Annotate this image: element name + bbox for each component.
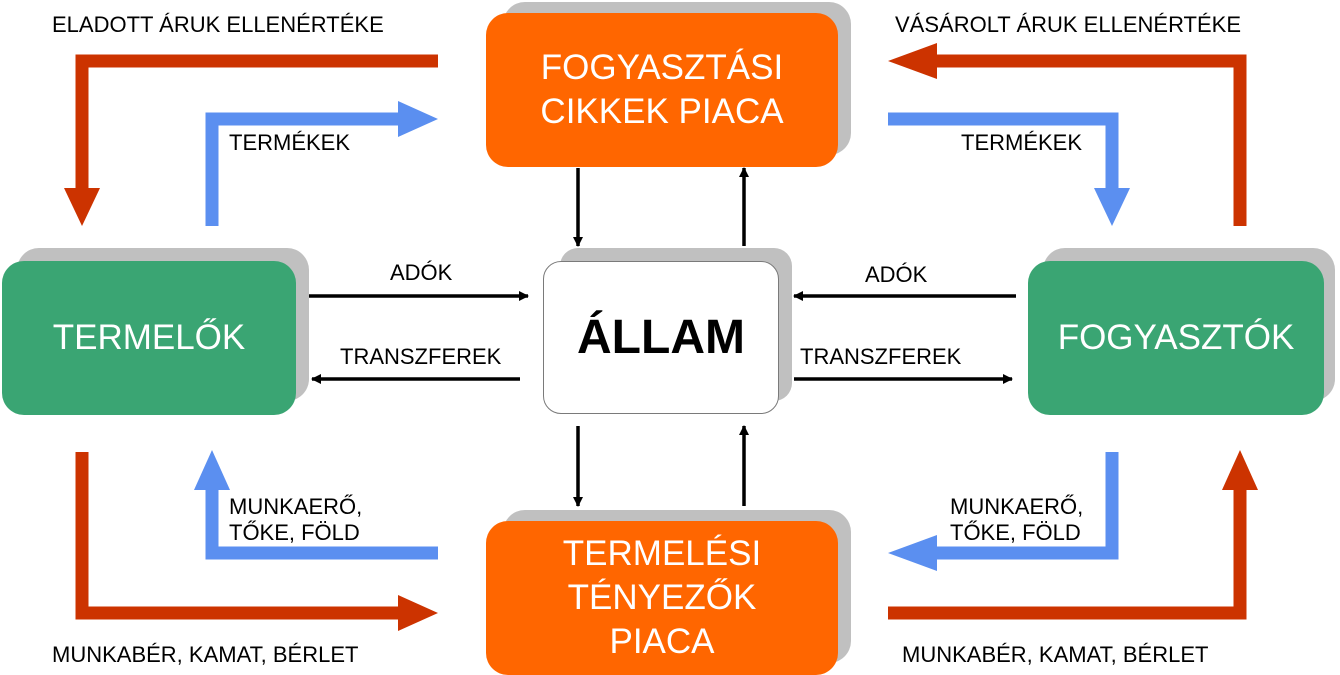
consumer-goods-market-box[interactable]: FOGYASZTÁSI CIKKEK PIACA (486, 13, 838, 167)
state-label: ÁLLAM (577, 311, 745, 364)
producers-label: TERMELŐK (52, 318, 246, 357)
factors-left-label: MUNKAERŐ, TŐKE, FÖLD (229, 494, 363, 545)
income-left-arrow (75, 452, 400, 620)
factor-market-label: TERMELÉSI TÉNYEZŐK PIACA (562, 534, 762, 661)
taxes-right-label: ADÓK (865, 262, 928, 287)
producers-box[interactable]: TERMELŐK (2, 261, 296, 415)
income-left-label: MUNKABÉR, KAMAT, BÉRLET (52, 642, 359, 667)
state-flows (308, 167, 1016, 507)
consumers-label: FOGYASZTÓK (1057, 318, 1295, 357)
bought-goods-arrowhead (888, 43, 937, 79)
factors-left-arrow (205, 488, 438, 560)
sold-goods-payment-label: ELADOTT ÁRUK ELLENÉRTÉKE (52, 12, 384, 37)
consumers-box[interactable]: FOGYASZTÓK (1028, 261, 1324, 415)
income-right-arrow (888, 488, 1247, 620)
products-right-arrow (888, 112, 1119, 190)
transfers-left-label: TRANSZFEREK (340, 344, 502, 369)
bought-goods-payment-label: VÁSÁROLT ÁRUK ELLENÉRTÉKE (895, 12, 1242, 37)
factor-market-box[interactable]: TERMELÉSI TÉNYEZŐK PIACA (486, 521, 838, 675)
bought-goods-payment-arrow (935, 54, 1247, 226)
sold-goods-arrowhead (64, 188, 100, 226)
products-left-label: TERMÉKEK (229, 130, 351, 155)
state-box[interactable]: ÁLLAM (543, 261, 779, 414)
products-right-label: TERMÉKEK (961, 130, 1083, 155)
transfers-right-label: TRANSZFEREK (800, 344, 962, 369)
products-right-arrowhead (1094, 188, 1130, 226)
products-left-arrowhead (398, 101, 438, 137)
consumer-goods-market-label: FOGYASZTÁSI CIKKEK PIACA (540, 48, 784, 131)
factors-left-arrowhead (194, 450, 230, 490)
factors-right-arrow (935, 452, 1119, 560)
taxes-left-label: ADÓK (390, 260, 453, 285)
factors-right-arrowhead (888, 535, 937, 571)
money-flows (75, 54, 1247, 620)
products-left-arrow (205, 112, 400, 226)
income-left-arrowhead (398, 595, 438, 631)
income-right-label: MUNKABÉR, KAMAT, BÉRLET (902, 642, 1209, 667)
real-flows (205, 112, 1119, 560)
sold-goods-payment-arrow (75, 54, 438, 190)
income-right-arrowhead (1222, 450, 1258, 490)
factors-right-label: MUNKAERŐ, TŐKE, FÖLD (950, 494, 1084, 545)
